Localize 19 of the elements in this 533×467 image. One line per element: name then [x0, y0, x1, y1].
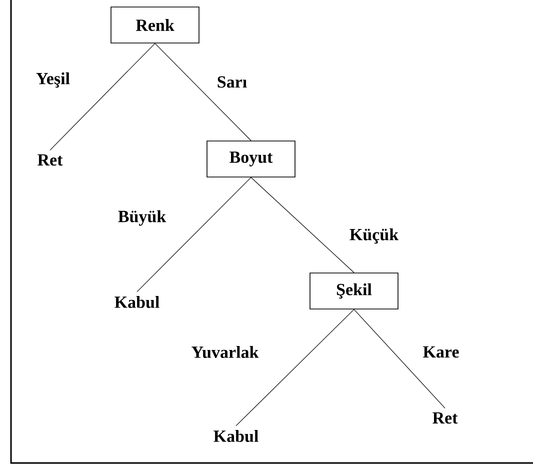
edge-label: Yeşil — [36, 72, 70, 88]
branch-line — [354, 309, 446, 408]
branch-line — [250, 177, 354, 273]
leaf-label: Ret — [38, 154, 63, 166]
branch-line — [236, 309, 354, 426]
branch-line — [136, 177, 252, 292]
edge-label: Sarı — [218, 76, 247, 88]
attribute-box: Renk — [110, 6, 200, 44]
branch-line — [154, 43, 252, 141]
edge-label: Yuvarlak — [192, 346, 259, 358]
attribute-box: Boyut — [206, 140, 296, 178]
branch-line — [50, 43, 156, 150]
edge-label: Büyük — [118, 210, 166, 226]
leaf-label: Ret — [432, 412, 458, 424]
edge-label: Küçük — [350, 228, 399, 244]
leaf-label: Kabul — [114, 296, 160, 308]
edge-label: Kare — [423, 346, 459, 358]
leaf-label: Kabul — [214, 430, 258, 442]
attribute-box: Şekil — [310, 272, 398, 310]
